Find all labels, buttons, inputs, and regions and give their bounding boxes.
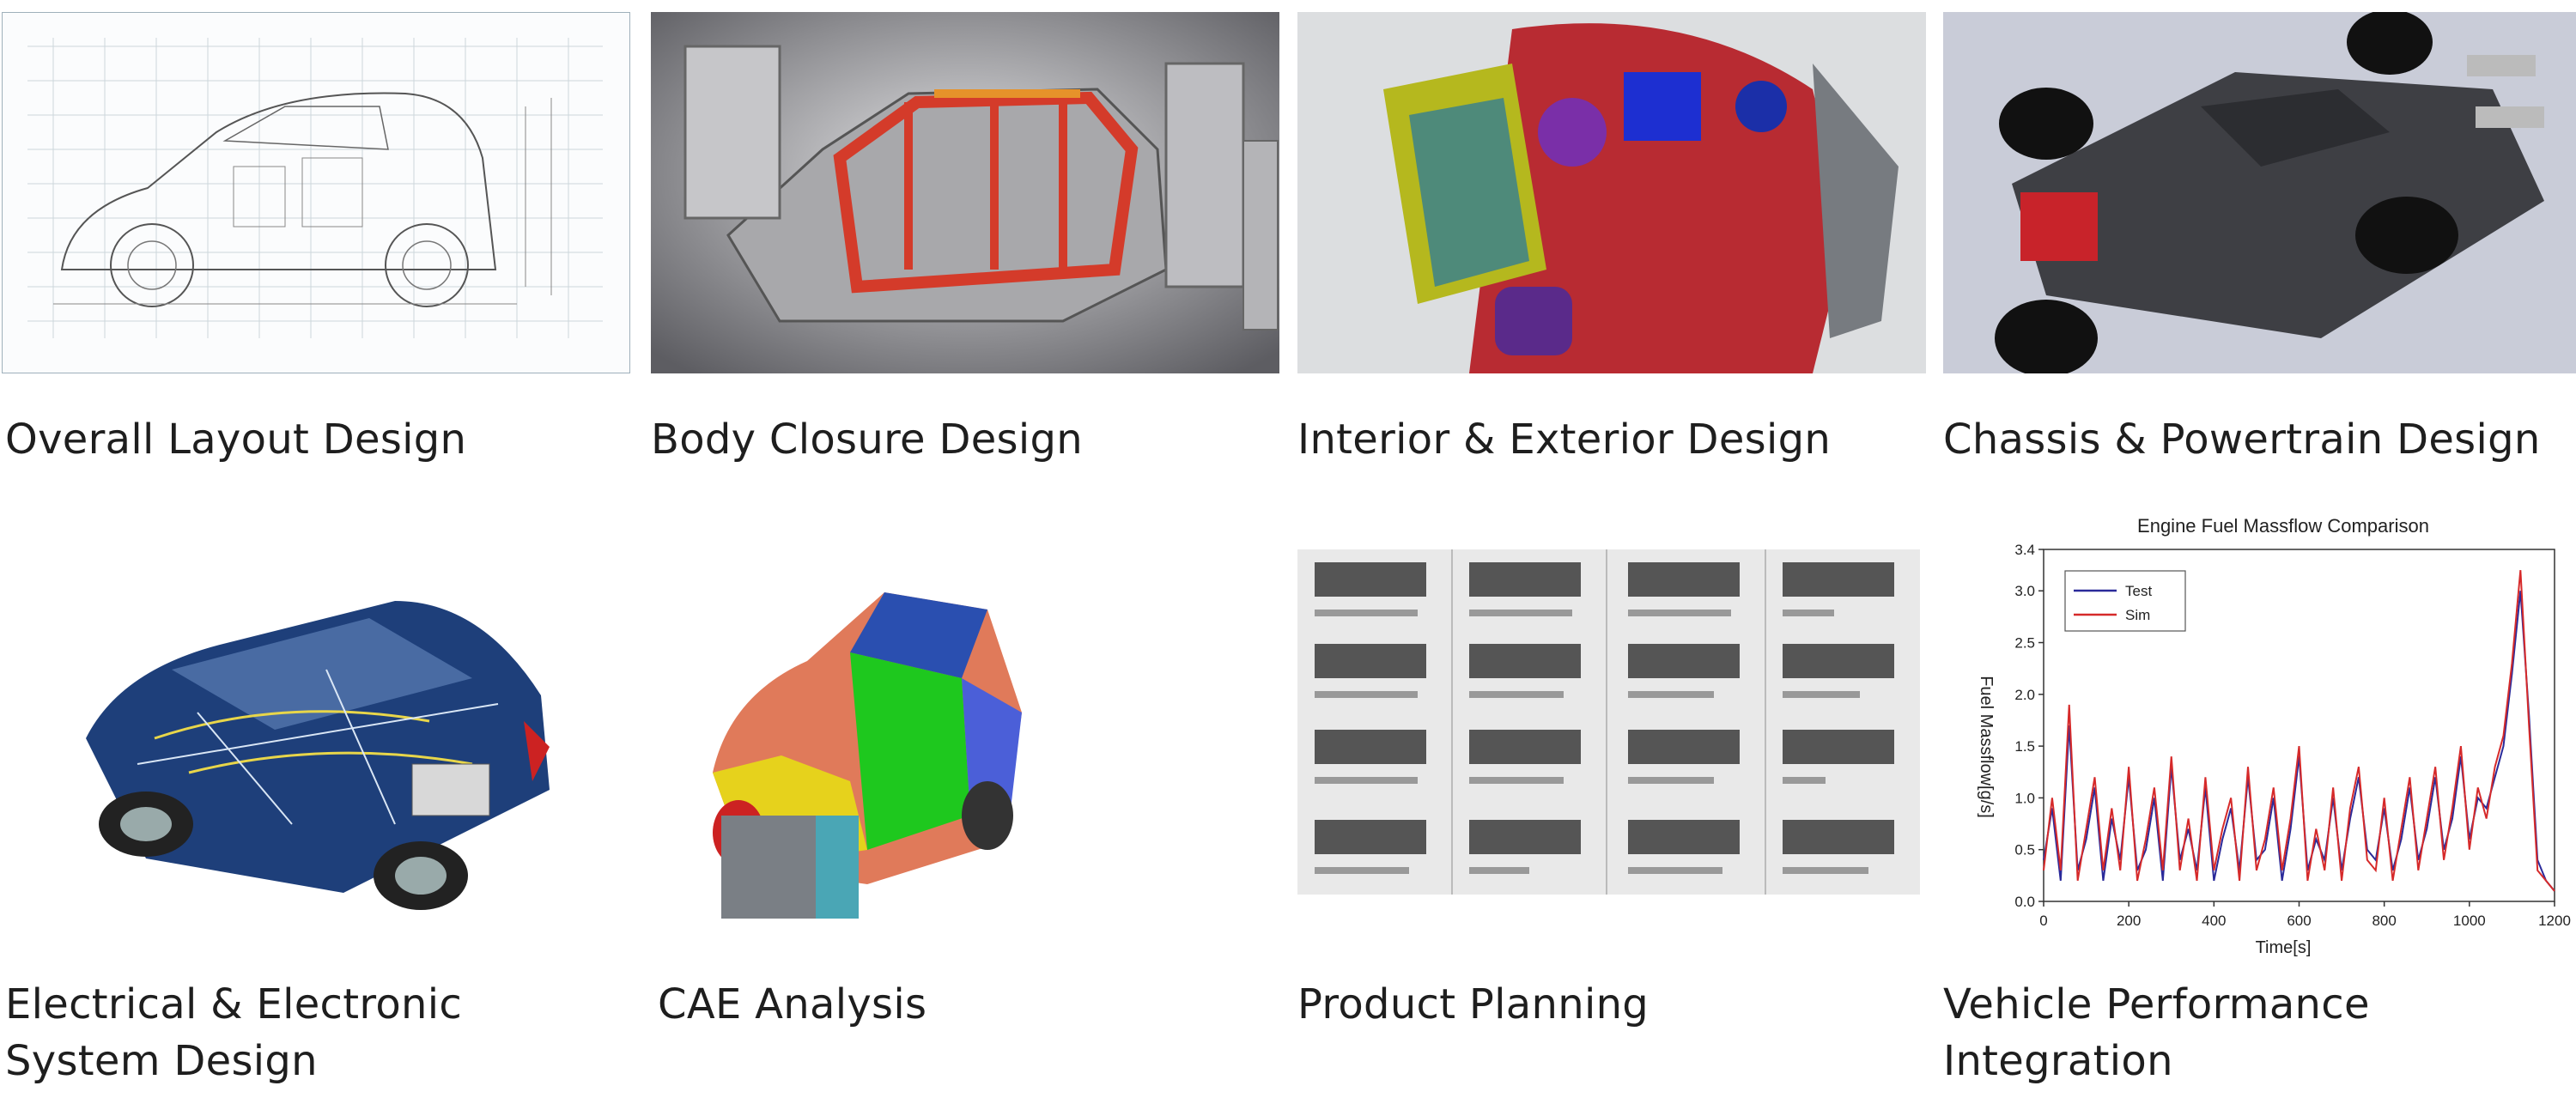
card-caption-line-1: Vehicle Performance (1943, 980, 2370, 1028)
card-caption-line-1: Electrical & Electronic (5, 980, 463, 1028)
x-tick-label: 400 (2202, 913, 2226, 929)
fuel-massflow-line-chart: Engine Fuel Massflow Comparison 0 200 400 6… (1962, 498, 2576, 979)
x-axis-label: Time[s] (2256, 938, 2312, 957)
chart-axes: 0 200 400 600 800 1000 1200 0.0 0.5 1.0 1.5 2.0 2.5 3… (2014, 542, 2571, 929)
legend-label: Sim (2125, 607, 2150, 623)
interior-exterior-image (1297, 12, 1926, 373)
y-tick-label: 2.0 (2014, 687, 2035, 703)
cockpit-interior-render (1297, 12, 1926, 373)
truck-lineup-sheet (1297, 549, 1920, 895)
blueprint-car-drawing (2, 12, 630, 373)
x-tick-label: 800 (2372, 913, 2396, 929)
card-caption: Overall Layout Design (5, 416, 467, 464)
transparent-car-wiring-render (69, 567, 567, 927)
y-axis-label: Fuel Massflow[g/s] (1977, 676, 1996, 818)
card-caption: Interior & Exterior Design (1297, 416, 1832, 464)
card-caption: CAE Analysis (658, 980, 927, 1028)
x-tick-label: 200 (2117, 913, 2141, 929)
y-tick-label: 0.5 (2014, 842, 2035, 858)
chassis-skateboard-render (1943, 12, 2576, 373)
overall-layout-image (2, 12, 630, 373)
product-planning-image (1297, 549, 1920, 895)
chassis-powertrain-image (1943, 12, 2576, 373)
y-tick-label: 2.5 (2014, 635, 2035, 652)
y-tick-label: 0.0 (2014, 894, 2035, 910)
card-caption: Body Closure Design (651, 416, 1083, 464)
legend-label: Test (2125, 583, 2152, 599)
x-tick-label: 600 (2287, 913, 2311, 929)
y-tick-label: 3.4 (2014, 542, 2035, 558)
y-tick-label: 3.0 (2014, 583, 2035, 599)
card-caption: Chassis & Powertrain Design (1943, 416, 2541, 464)
cae-crash-model-render (678, 558, 1039, 936)
card-caption-line-2: Integration (1943, 1037, 2173, 1085)
chart-series-layer (2043, 570, 2555, 892)
body-in-white-render (651, 12, 1279, 373)
x-tick-label: 0 (2039, 913, 2047, 929)
y-tick-label: 1.5 (2014, 738, 2035, 755)
card-caption-line-2: System Design (5, 1037, 318, 1085)
electrical-system-image (69, 567, 567, 927)
cae-analysis-image (678, 558, 1039, 936)
series-line-1 (2043, 570, 2555, 892)
legend-box (2064, 570, 2186, 632)
body-closure-image (651, 12, 1279, 373)
x-tick-label: 1200 (2538, 913, 2571, 929)
chart-title: Engine Fuel Massflow Comparison (2137, 515, 2429, 537)
y-tick-label: 1.0 (2014, 790, 2035, 806)
x-tick-label: 1000 (2453, 913, 2486, 929)
engine-fuel-chart: Engine Fuel Massflow Comparison 0 200 400 6… (1962, 498, 2576, 979)
card-caption: Product Planning (1297, 980, 1649, 1028)
